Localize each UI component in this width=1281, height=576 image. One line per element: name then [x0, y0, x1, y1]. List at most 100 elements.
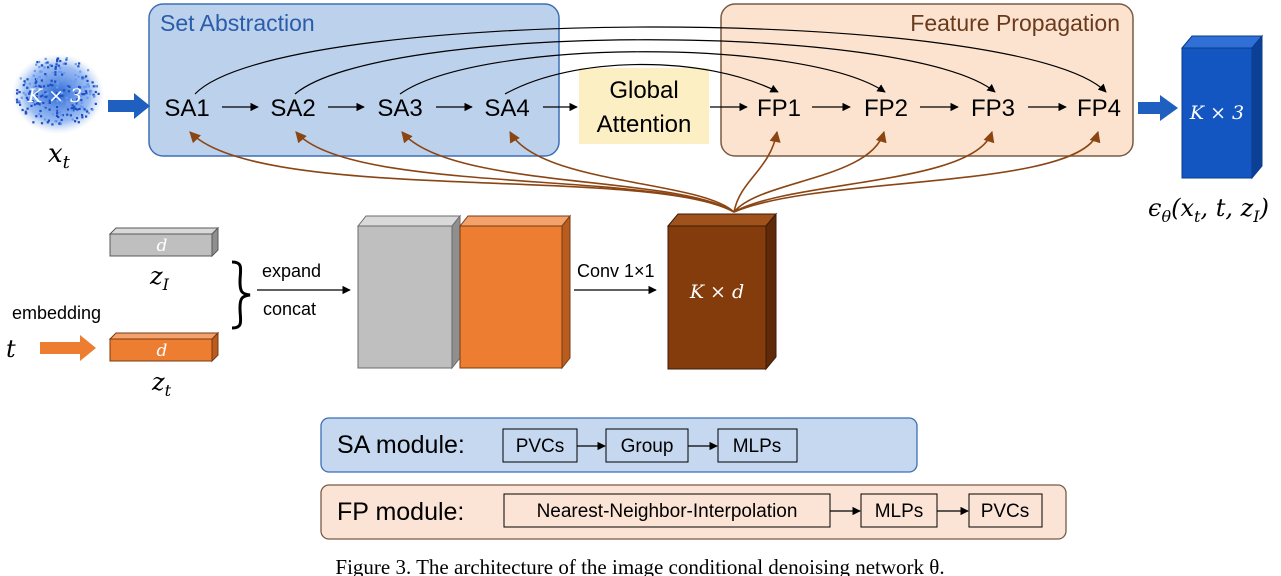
cloud-point: [50, 64, 53, 67]
cloud-point: [67, 90, 71, 93]
cloud-point: [56, 80, 59, 84]
figure-caption: Figure 3. The architecture of the image …: [335, 555, 944, 576]
cloud-point: [62, 62, 65, 65]
concat-label: concat: [263, 299, 316, 319]
time-input-symbol: t: [6, 335, 16, 363]
sa-node-2: SA2: [270, 95, 315, 122]
fp-step-1: Nearest-Neighbor-Interpolation: [537, 501, 798, 522]
cloud-point: [47, 84, 50, 87]
fp-node-3: FP3: [971, 95, 1015, 122]
cloud-point: [65, 96, 68, 99]
sa-nodes: SA1 SA2 SA3 SA4: [164, 95, 529, 122]
global-attention-box: Global Attention: [579, 68, 709, 144]
cloud-point: [74, 74, 77, 77]
cloud-point: [49, 63, 52, 66]
cloud-point: [39, 70, 42, 73]
cloud-point: [86, 83, 89, 86]
cloud-point: [59, 122, 63, 125]
cloud-point: [36, 77, 39, 80]
cloud-point: [42, 101, 45, 105]
cloud-point: [60, 118, 63, 121]
cloud-point: [51, 84, 54, 87]
cloud-point: [29, 90, 32, 93]
cloud-point: [35, 83, 38, 86]
cloud-point: [30, 104, 33, 107]
cloud-point: [86, 110, 89, 113]
cloud-point: [58, 122, 61, 125]
cloud-point: [39, 109, 42, 113]
cloud-point: [42, 85, 46, 88]
cloud-point: [51, 113, 55, 116]
cloud-point: [55, 114, 59, 117]
cloud-point: [56, 104, 59, 107]
cloud-point: [81, 93, 84, 96]
cloud-point: [74, 63, 77, 66]
cloud-point: [83, 93, 86, 96]
feature-propagation-panel: Feature Propagation: [720, 3, 1134, 157]
cloud-point: [63, 71, 66, 75]
cloud-point: [93, 95, 96, 98]
conditioning-arrows: [189, 130, 1101, 213]
cloud-point: [58, 109, 61, 112]
expand-label: expand: [262, 261, 321, 281]
cloud-point: [45, 75, 48, 78]
cloud-point: [32, 86, 36, 89]
cloud-point: [56, 112, 59, 115]
cloud-point: [78, 62, 81, 65]
cloud-point: [56, 92, 59, 95]
cloud-point: [38, 60, 41, 64]
cloud-point: [43, 118, 47, 121]
fp-node-1: FP1: [757, 95, 801, 122]
cloud-point: [76, 117, 79, 120]
concat-orange-block: [458, 214, 572, 370]
skip-sa4-fp1: [504, 63, 779, 95]
cloud-point: [40, 64, 43, 67]
merge-brace: [231, 260, 251, 330]
cloud-point: [56, 57, 59, 60]
cloud-point: [90, 90, 93, 93]
cloud-point: [45, 104, 48, 108]
input-cloud-label: K × 3: [27, 85, 82, 107]
cloud-point: [74, 78, 77, 81]
cloud-point: [71, 104, 74, 107]
cloud-point: [40, 115, 43, 118]
cloud-point: [71, 85, 74, 88]
cloud-point: [75, 94, 78, 97]
cloud-point: [56, 86, 59, 89]
cloud-point: [89, 92, 92, 95]
cloud-point: [92, 93, 95, 96]
cloud-point: [77, 65, 80, 68]
cloud-point: [47, 66, 50, 69]
cloud-point: [54, 80, 57, 83]
cloud-point: [50, 79, 53, 82]
cloud-point: [21, 108, 24, 112]
cloud-point: [33, 103, 36, 106]
cloud-point: [38, 84, 41, 88]
cloud-point: [68, 85, 71, 88]
cloud-point: [55, 63, 58, 66]
cloud-point: [59, 60, 62, 63]
cloud-point: [85, 92, 88, 95]
cloud-point: [57, 75, 60, 78]
cloud-point: [85, 90, 88, 93]
cloud-point: [66, 113, 69, 116]
cloud-point: [20, 96, 23, 99]
cloud-point: [91, 81, 94, 84]
cloud-point: [19, 77, 22, 80]
cloud-point: [77, 90, 80, 93]
cloud-point: [26, 98, 29, 101]
cloud-point: [33, 95, 36, 98]
cloud-point: [44, 57, 47, 60]
output-arrow: [1138, 95, 1178, 121]
cloud-point: [40, 70, 43, 73]
cloud-point: [49, 83, 52, 86]
cloud-point: [16, 101, 19, 104]
output-block-label: K × 3: [1189, 102, 1244, 124]
feature-propagation-title: Feature Propagation: [910, 10, 1120, 36]
cloud-point: [71, 118, 74, 121]
cloud-point: [56, 59, 59, 62]
output-formula: ϵθ(xt, t, zI): [1148, 194, 1269, 226]
cloud-point: [65, 57, 68, 60]
cloud-point: [45, 93, 48, 96]
